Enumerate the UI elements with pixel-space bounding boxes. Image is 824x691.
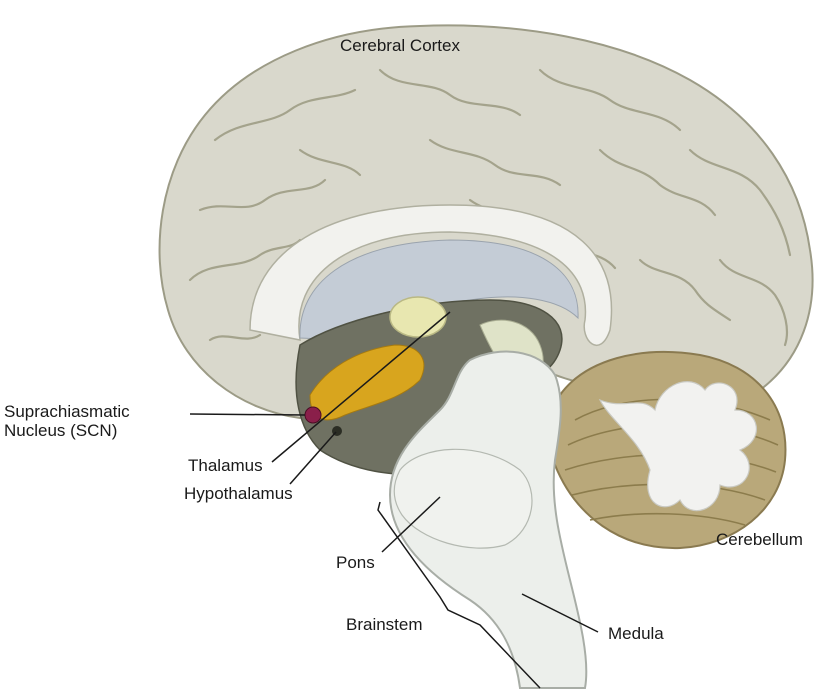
label-thalamus: Thalamus — [188, 456, 263, 475]
label-scn: Suprachiasmatic Nucleus (SCN) — [4, 402, 130, 440]
scn-dot — [305, 407, 321, 423]
label-cerebellum: Cerebellum — [716, 530, 803, 549]
label-brainstem: Brainstem — [346, 615, 423, 634]
label-cerebral-cortex: Cerebral Cortex — [340, 36, 460, 55]
thalamus-oval — [390, 297, 446, 337]
label-pons: Pons — [336, 553, 375, 572]
label-medula: Medula — [608, 624, 664, 643]
label-hypothalamus: Hypothalamus — [184, 484, 293, 503]
scn-leader-line — [190, 414, 305, 415]
